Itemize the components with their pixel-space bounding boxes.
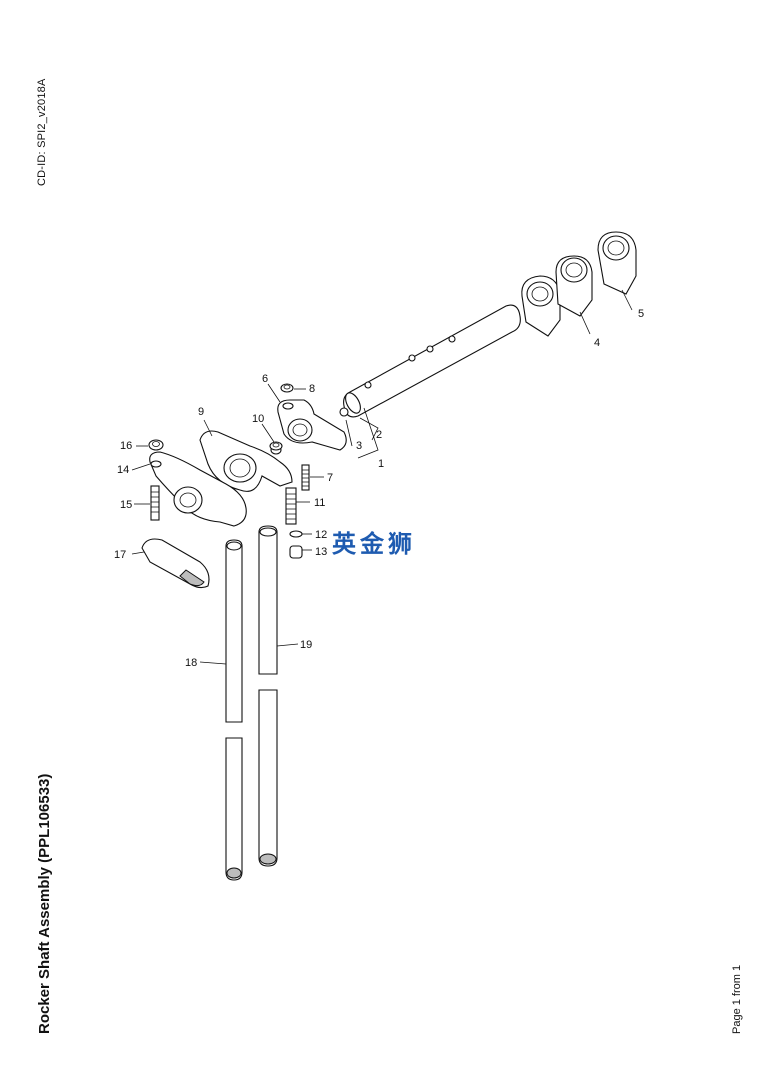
callout-14: 14 <box>117 464 129 476</box>
callout-12: 12 <box>315 529 327 541</box>
rocker-shaft <box>343 304 521 418</box>
rocker-arm-6 <box>277 399 347 451</box>
ball-cup-13 <box>289 545 303 559</box>
watermark-logo: 英金狮 <box>332 530 416 558</box>
adjusting-screw-7 <box>301 464 310 491</box>
push-rod-18 <box>225 539 243 881</box>
callout-10: 10 <box>252 413 264 425</box>
rocker-arm-14 <box>149 451 247 527</box>
callout-1: 1 <box>378 458 384 470</box>
callout-16: 16 <box>120 440 132 452</box>
nut-16 <box>148 439 164 451</box>
leader-lines <box>131 289 633 665</box>
callout-7: 7 <box>327 472 333 484</box>
adjusting-screw-15 <box>150 485 160 521</box>
callout-labels: 1 2 3 4 5 6 7 8 9 10 11 12 13 14 15 16 1… <box>114 308 644 669</box>
callout-2: 2 <box>376 429 382 441</box>
callout-5: 5 <box>638 308 644 320</box>
push-rod-19 <box>258 525 278 867</box>
callout-15: 15 <box>120 499 132 511</box>
shaft-plug <box>339 407 349 417</box>
callout-19: 19 <box>300 639 312 651</box>
nut-10 <box>269 441 283 451</box>
callout-11: 11 <box>314 497 325 509</box>
end-pedestal <box>597 231 637 295</box>
washer-12 <box>289 530 303 538</box>
callout-6: 6 <box>262 373 268 385</box>
callout-9: 9 <box>198 406 204 418</box>
rocker-arm-9 <box>199 430 293 492</box>
callout-18: 18 <box>185 657 197 669</box>
callout-8: 8 <box>309 383 315 395</box>
rocker-pad-17 <box>141 538 210 589</box>
callout-3: 3 <box>356 440 362 452</box>
shaft-pedestals <box>521 255 593 337</box>
callout-4: 4 <box>594 337 600 349</box>
callout-17: 17 <box>114 549 126 561</box>
adjusting-screw-11 <box>285 487 297 525</box>
nut-8 <box>280 383 294 393</box>
callout-13: 13 <box>315 546 327 558</box>
